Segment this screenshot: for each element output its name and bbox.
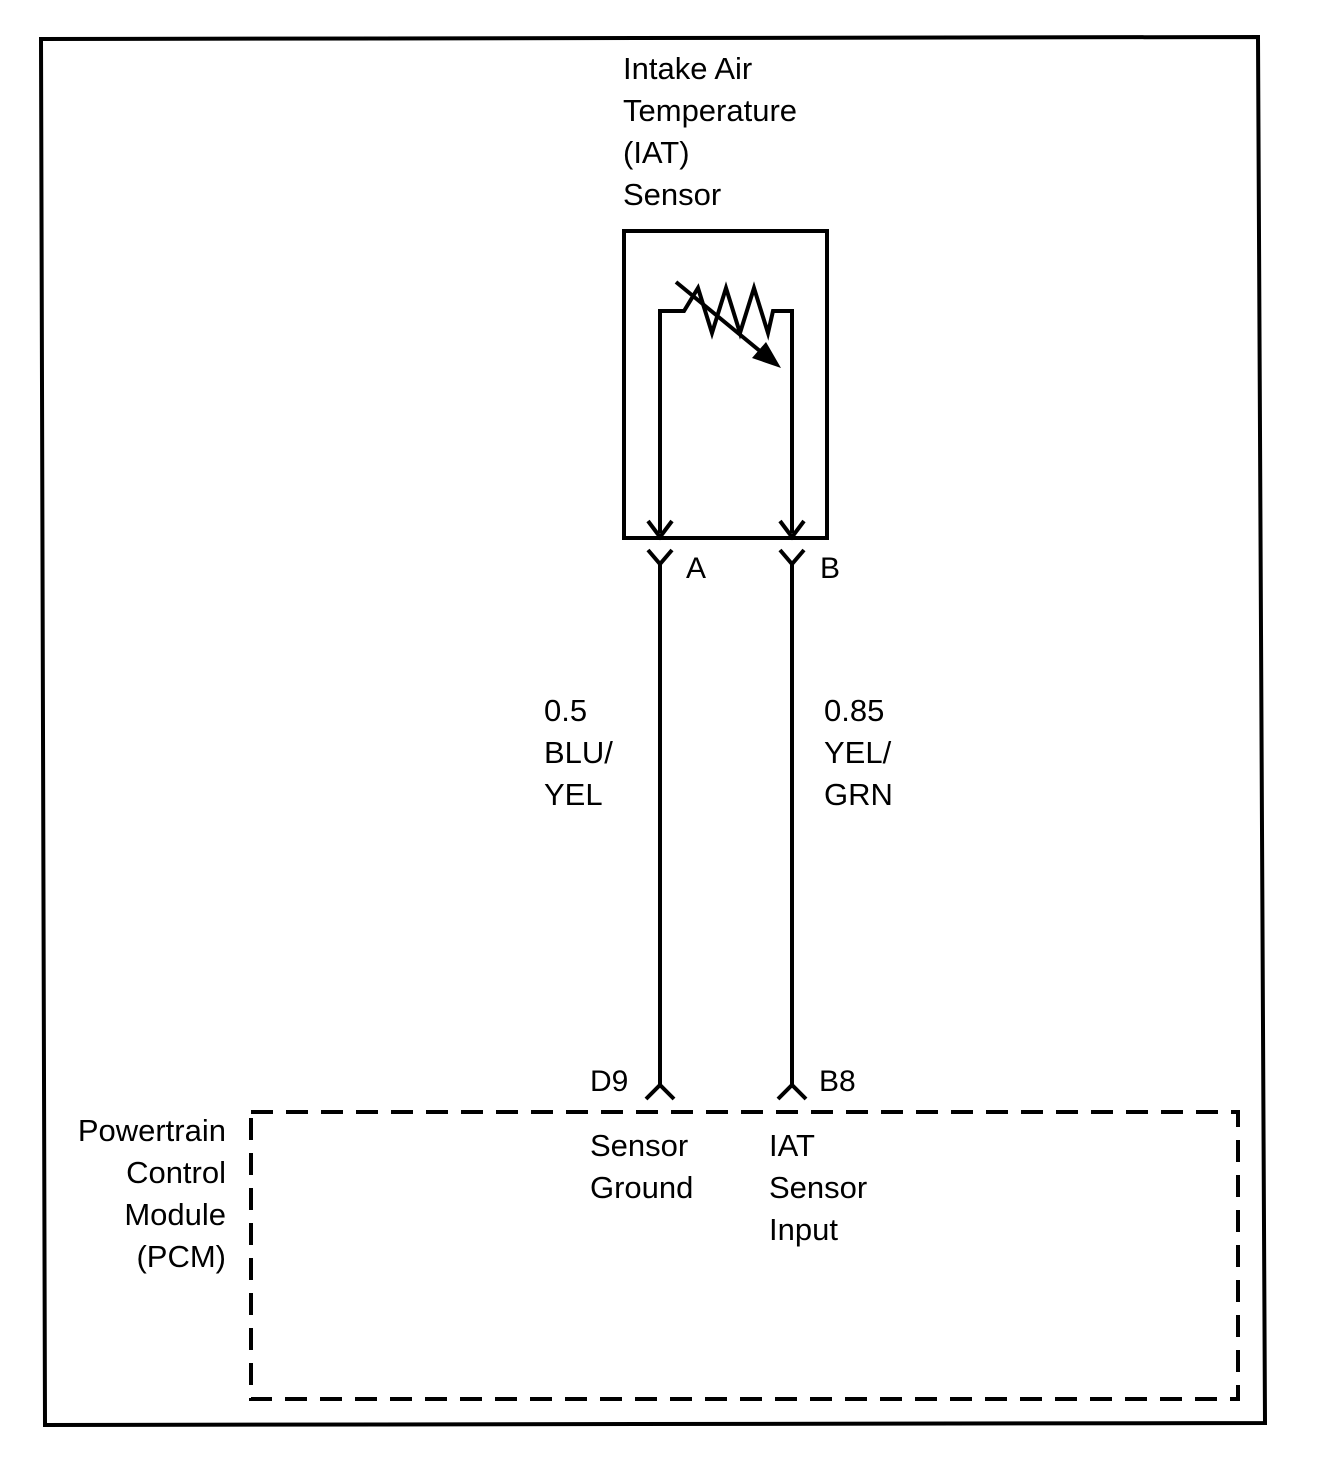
pin-label-b8: B8 — [819, 1065, 856, 1098]
wire-color: YEL — [544, 777, 603, 812]
pcm-title-line: Control — [126, 1155, 226, 1190]
connector-b8-icon — [776, 1082, 808, 1101]
pin-label-d9: D9 — [590, 1065, 629, 1098]
wire-gauge: 0.85 — [824, 693, 885, 728]
sensor-title-line: (IAT) — [623, 135, 690, 170]
pin-label-a: A — [686, 552, 707, 585]
sensor-terminal-b — [778, 519, 806, 541]
sensor-terminal-a — [646, 519, 674, 541]
pcm-title-line: (PCM) — [136, 1239, 226, 1274]
connector-a-icon — [646, 548, 674, 568]
sensor-title-line: Temperature — [623, 93, 798, 128]
thermistor-resistor — [658, 281, 794, 533]
sensor-title-line: Sensor — [623, 177, 722, 212]
terminal-label-line: Ground — [590, 1170, 694, 1205]
pcm-terminal-ground-label: Sensor Ground — [590, 1125, 693, 1209]
variable-arrow-shaft — [674, 280, 768, 358]
wire-right-label: 0.85 YEL/ GRN — [824, 690, 893, 816]
terminal-label-line: Sensor — [590, 1128, 689, 1163]
terminal-label-line: IAT — [769, 1128, 815, 1163]
sensor-title-line: Intake Air — [623, 51, 753, 86]
pcm-title-line: Powertrain — [77, 1113, 226, 1148]
terminal-label-line: Input — [769, 1212, 838, 1247]
wire-color: GRN — [824, 777, 893, 812]
sensor-title: Intake Air Temperature (IAT) Sensor — [623, 48, 797, 216]
variable-arrow-head — [752, 342, 781, 368]
wire-gauge: 0.5 — [544, 693, 588, 728]
connector-d9-icon — [644, 1082, 676, 1101]
terminal-label-line: Sensor — [769, 1170, 868, 1205]
sensor-housing — [622, 229, 829, 540]
pcm-title: Powertrain Control Module (PCM) — [40, 1110, 226, 1278]
wire-color: YEL/ — [824, 735, 892, 770]
pcm-module-box — [249, 1110, 1240, 1401]
pcm-terminal-input-label: IAT Sensor Input — [769, 1125, 867, 1251]
outer-frame — [38, 34, 1268, 1428]
pcm-title-line: Module — [124, 1197, 226, 1232]
wire-color: BLU/ — [544, 735, 613, 770]
wire-left-label: 0.5 BLU/ YEL — [544, 690, 613, 816]
pin-label-b: B — [820, 552, 841, 585]
connector-b-icon — [778, 548, 806, 568]
